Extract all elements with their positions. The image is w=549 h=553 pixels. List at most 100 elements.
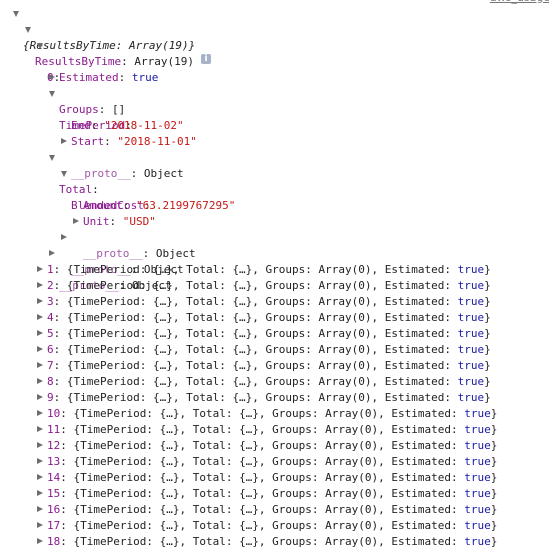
- array-index: 4: [47, 311, 54, 324]
- object-preview: {TimePeriod: {…}, Total: {…}, Groups: Ar…: [73, 487, 465, 500]
- expand-triangle-icon[interactable]: [37, 522, 43, 528]
- expand-triangle-icon[interactable]: [37, 314, 43, 320]
- property-value: "2018-11-01": [117, 135, 197, 148]
- expand-triangle-icon[interactable]: [37, 378, 43, 384]
- tree-row-timeperiod[interactable]: TimePeriod:: [0, 86, 132, 132]
- property-value: Object: [131, 279, 172, 292]
- tree-row-proto[interactable]: __proto__: Object: [0, 246, 172, 292]
- expand-triangle-icon[interactable]: [49, 91, 55, 97]
- tree-row-proto[interactable]: __proto__: Object: [0, 230, 184, 276]
- property-value: Object: [143, 167, 184, 180]
- property-value: []: [112, 103, 126, 116]
- object-preview: {TimePeriod: {…}, Total: {…}, Groups: Ar…: [73, 423, 465, 436]
- property-key: Start: [71, 135, 105, 148]
- expand-triangle-icon[interactable]: [37, 43, 43, 49]
- estimated-value: true: [457, 327, 485, 340]
- object-close-brace: }: [490, 439, 498, 452]
- array-index: 6: [47, 343, 54, 356]
- array-index: 14: [47, 471, 61, 484]
- info-icon[interactable]: i: [201, 54, 211, 64]
- array-index: 10: [47, 407, 61, 420]
- array-index: 8: [47, 375, 54, 388]
- array-index: 1: [47, 263, 54, 276]
- tree-row-estimated: Estimated: true: [59, 71, 159, 84]
- expand-triangle-icon[interactable]: [37, 538, 43, 544]
- object-preview: {TimePeriod: {…}, Total: {…}, Groups: Ar…: [66, 391, 458, 404]
- expand-triangle-icon[interactable]: [61, 138, 67, 144]
- object-close-brace: }: [484, 375, 491, 388]
- estimated-value: true: [457, 263, 485, 276]
- object-close-brace: }: [484, 279, 491, 292]
- expand-triangle-icon[interactable]: [25, 27, 31, 33]
- tree-row-resultsbytime[interactable]: ResultsByTime: Array(19): [0, 22, 194, 68]
- estimated-value: true: [457, 295, 485, 308]
- array-index: 13: [47, 455, 61, 468]
- array-index: 17: [47, 519, 61, 532]
- expand-triangle-icon[interactable]: [37, 330, 43, 336]
- expand-triangle-icon[interactable]: [49, 74, 55, 80]
- estimated-value: true: [464, 471, 491, 484]
- property-key: TimePeriod: [59, 119, 126, 132]
- expand-triangle-icon[interactable]: [61, 171, 67, 177]
- estimated-value: true: [464, 439, 491, 452]
- tree-row-end: End: "2018-11-02": [71, 119, 184, 132]
- object-preview: {TimePeriod: {…}, Total: {…}, Groups: Ar…: [73, 407, 465, 420]
- expand-triangle-icon[interactable]: [37, 282, 43, 288]
- tree-row-proto[interactable]: __proto__: Object: [0, 134, 184, 180]
- expand-triangle-icon[interactable]: [37, 298, 43, 304]
- object-close-brace: }: [490, 535, 498, 548]
- tree-row-blendedcost[interactable]: BlendedCost:: [0, 166, 150, 212]
- object-preview: {TimePeriod: {…}, Total: {…}, Groups: Ar…: [66, 263, 458, 276]
- expand-triangle-icon[interactable]: [37, 362, 43, 368]
- object-preview: {TimePeriod: {…}, Total: {…}, Groups: Ar…: [66, 343, 458, 356]
- tree-row-total[interactable]: Total:: [0, 150, 99, 196]
- expand-triangle-icon[interactable]: [37, 506, 43, 512]
- tree-row-start: Start: "2018-11-01": [71, 135, 197, 148]
- expand-triangle-icon[interactable]: [49, 250, 55, 256]
- object-close-brace: }: [484, 327, 491, 340]
- estimated-value: true: [464, 487, 491, 500]
- estimated-value: true: [464, 503, 491, 516]
- object-close-brace: }: [484, 295, 491, 308]
- property-key: Total: [59, 183, 93, 196]
- property-key: Unit: [83, 215, 110, 228]
- tree-row-groups[interactable]: Groups: []: [0, 70, 125, 116]
- console-log-entry[interactable]: {ResultsByTime: Array(19)} i: [0, 6, 211, 64]
- estimated-value: true: [464, 535, 491, 548]
- tree-row-proto[interactable]: __proto__: Object: [0, 214, 196, 260]
- array-index: 16: [47, 503, 61, 516]
- estimated-value: true: [457, 375, 485, 388]
- expand-triangle-icon[interactable]: [37, 346, 43, 352]
- object-preview: {TimePeriod: {…}, Total: {…}, Groups: Ar…: [73, 535, 465, 548]
- array-index: 9: [47, 391, 54, 404]
- estimated-value: true: [464, 455, 491, 468]
- expand-triangle-icon[interactable]: [37, 266, 43, 272]
- expand-triangle-icon[interactable]: [37, 442, 43, 448]
- expand-triangle-icon[interactable]: [73, 218, 79, 224]
- expand-triangle-icon[interactable]: [37, 458, 43, 464]
- expand-triangle-icon[interactable]: [37, 490, 43, 496]
- source-file-link[interactable]: aws_usage: [490, 0, 549, 4]
- object-close-brace: }: [490, 423, 498, 436]
- property-value: true: [131, 71, 159, 84]
- array-index: 15: [47, 487, 61, 500]
- expand-triangle-icon[interactable]: [37, 426, 43, 432]
- estimated-value: true: [457, 279, 485, 292]
- object-preview: {TimePeriod: {…}, Total: {…}, Groups: Ar…: [73, 455, 465, 468]
- property-key: __proto__: [83, 247, 143, 260]
- object-preview: {TimePeriod: {…}, Total: {…}, Groups: Ar…: [66, 359, 458, 372]
- array-index: 12: [47, 439, 61, 452]
- expand-triangle-icon[interactable]: [61, 234, 67, 240]
- array-index: 3: [47, 295, 54, 308]
- object-close-brace: }: [484, 343, 491, 356]
- object-close-brace: }: [490, 471, 498, 484]
- expand-triangle-icon[interactable]: [37, 394, 43, 400]
- expand-triangle-icon[interactable]: [13, 11, 19, 17]
- array-index: 2: [47, 279, 54, 292]
- expand-triangle-icon[interactable]: [37, 474, 43, 480]
- estimated-value: true: [464, 519, 491, 532]
- expand-triangle-icon[interactable]: [49, 155, 55, 161]
- tree-row-item-0[interactable]: 0:: [0, 38, 60, 84]
- expand-triangle-icon[interactable]: [37, 410, 43, 416]
- array-index: 5: [47, 327, 54, 340]
